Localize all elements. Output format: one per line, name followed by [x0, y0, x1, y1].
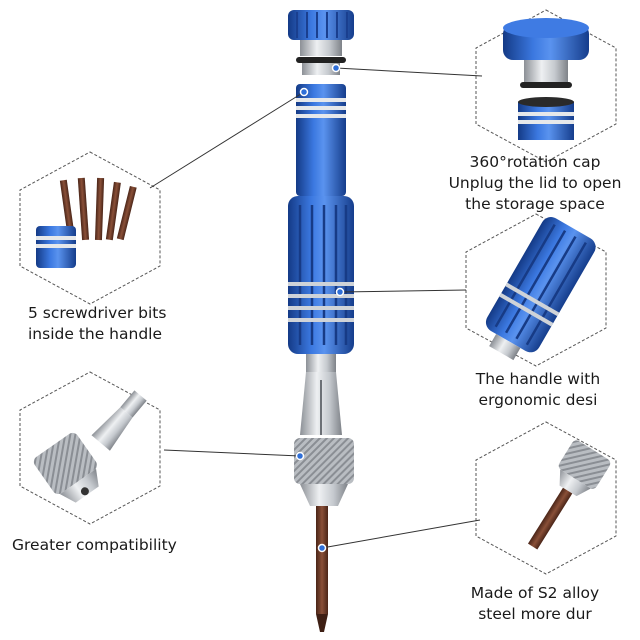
chuck-nut — [294, 438, 354, 484]
knurled-cap-icon — [503, 18, 589, 140]
cap-detail-hexagon — [475, 9, 617, 163]
alloy-callout-line-2: steel more dur — [478, 605, 592, 623]
compat-callout-line-1: Greater compatibility — [12, 536, 177, 554]
alloy-callout-line-1: Made of S2 alloy — [470, 584, 600, 602]
screwdriver — [288, 10, 354, 632]
cap-callout-line-1: 360°rotation cap — [469, 153, 601, 171]
handle-callout-line-2: ergonomic desi — [478, 391, 598, 409]
bits-callout: 5 screwdriver bits inside the handle — [28, 303, 208, 345]
dot-handle — [335, 287, 345, 297]
chuck-collet-icon — [33, 390, 147, 503]
o-ring — [296, 57, 346, 63]
cap-callout-line-2: Unplug the lid to open — [448, 174, 622, 192]
leader-bits — [149, 91, 305, 189]
handle-detail-hexagon — [465, 213, 607, 367]
cap-callout-line-3: the storage space — [465, 195, 605, 213]
leader-alloy — [321, 519, 481, 549]
alloy-callout: Made of S2 alloy steel more dur — [450, 583, 620, 625]
cap-callout: 360°rotation cap Unplug the lid to open … — [432, 152, 638, 215]
dot-compat — [295, 451, 305, 461]
compat-detail-hexagon — [19, 371, 161, 525]
compat-callout: Greater compatibility — [12, 535, 212, 556]
dot-alloy — [317, 543, 327, 553]
handle-callout: The handle with ergonomic desi — [448, 369, 628, 411]
alloy-detail-hexagon — [475, 421, 617, 575]
grip-section — [288, 196, 354, 354]
dot-cap — [331, 63, 341, 73]
handle-callout-line-1: The handle with — [475, 370, 601, 388]
bits-callout-line-2: inside the handle — [28, 325, 163, 343]
dot-bits — [299, 87, 309, 97]
leader-compat — [163, 449, 301, 457]
grip-handle-icon — [485, 217, 596, 361]
bits-callout-line-1: 5 screwdriver bits — [28, 304, 167, 322]
leader-cap — [335, 67, 483, 77]
screwdriver-bit — [316, 506, 328, 614]
leader-lines — [149, 67, 483, 549]
bit-tip-icon — [527, 440, 611, 550]
leader-handle — [339, 289, 467, 293]
handle-body — [296, 84, 346, 196]
bits-detail-hexagon — [19, 151, 161, 305]
leader-dots — [295, 63, 345, 553]
screwdriver-bits-icon — [36, 177, 137, 268]
